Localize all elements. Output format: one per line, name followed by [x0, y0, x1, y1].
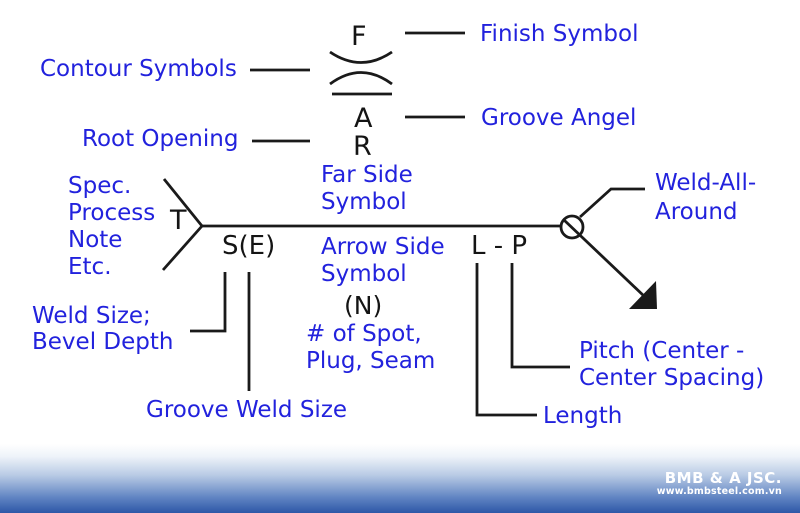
pitch-leader-line — [510, 263, 570, 369]
contour-convex-icon — [329, 71, 393, 86]
company-name: BMB & A JSC. — [664, 469, 782, 487]
footer-branding: BMB & A JSC. www.bmbsteel.com.vn — [657, 470, 782, 497]
label-groove-angel: Groove Angel — [481, 105, 637, 131]
label-spec-process-note-etc: Spec. Process Note Etc. — [68, 173, 156, 280]
label-weld-size-bevel-depth: Weld Size; Bevel Depth — [32, 303, 174, 355]
letter-root-opening-r: R — [353, 131, 372, 162]
footer-banner: BMB & A JSC. www.bmbsteel.com.vn — [0, 444, 800, 513]
label-weld-all-around: Weld-All- Around — [655, 170, 757, 225]
company-website: www.bmbsteel.com.vn — [656, 486, 782, 497]
contour-concave-icon — [329, 50, 393, 64]
label-root-opening: Root Opening — [82, 126, 239, 152]
label-contour-symbols: Contour Symbols — [40, 56, 237, 82]
letter-tail-t: T — [170, 205, 187, 236]
label-number-of-spot-plug-seam: # of Spot, Plug, Seam — [306, 321, 436, 374]
letter-groove-angle-a: A — [354, 103, 373, 134]
tail-fork-upper-line — [162, 178, 204, 227]
letter-count-n: (N) — [344, 291, 383, 320]
weld-size-leader-line — [190, 272, 227, 333]
letter-length-pitch-lp: L - P — [471, 231, 528, 261]
weld-all-around-leader-line — [579, 187, 645, 219]
label-finish-symbol: Finish Symbol — [480, 21, 639, 47]
label-length: Length — [543, 403, 623, 429]
weld-all-around-circle-icon — [559, 214, 585, 240]
arrow-line — [563, 218, 646, 299]
tail-fork-lower-line — [161, 225, 204, 271]
letter-size-se: S(E) — [222, 231, 276, 261]
label-pitch: Pitch (Center - Center Spacing) — [579, 338, 765, 391]
length-leader-line — [475, 263, 537, 417]
letter-finish-f: F — [351, 21, 367, 52]
label-groove-weld-size: Groove Weld Size — [146, 397, 348, 423]
label-far-side-symbol: Far Side Symbol — [321, 162, 413, 215]
label-arrow-side-symbol: Arrow Side Symbol — [321, 234, 445, 287]
arrowhead-icon — [629, 281, 657, 309]
